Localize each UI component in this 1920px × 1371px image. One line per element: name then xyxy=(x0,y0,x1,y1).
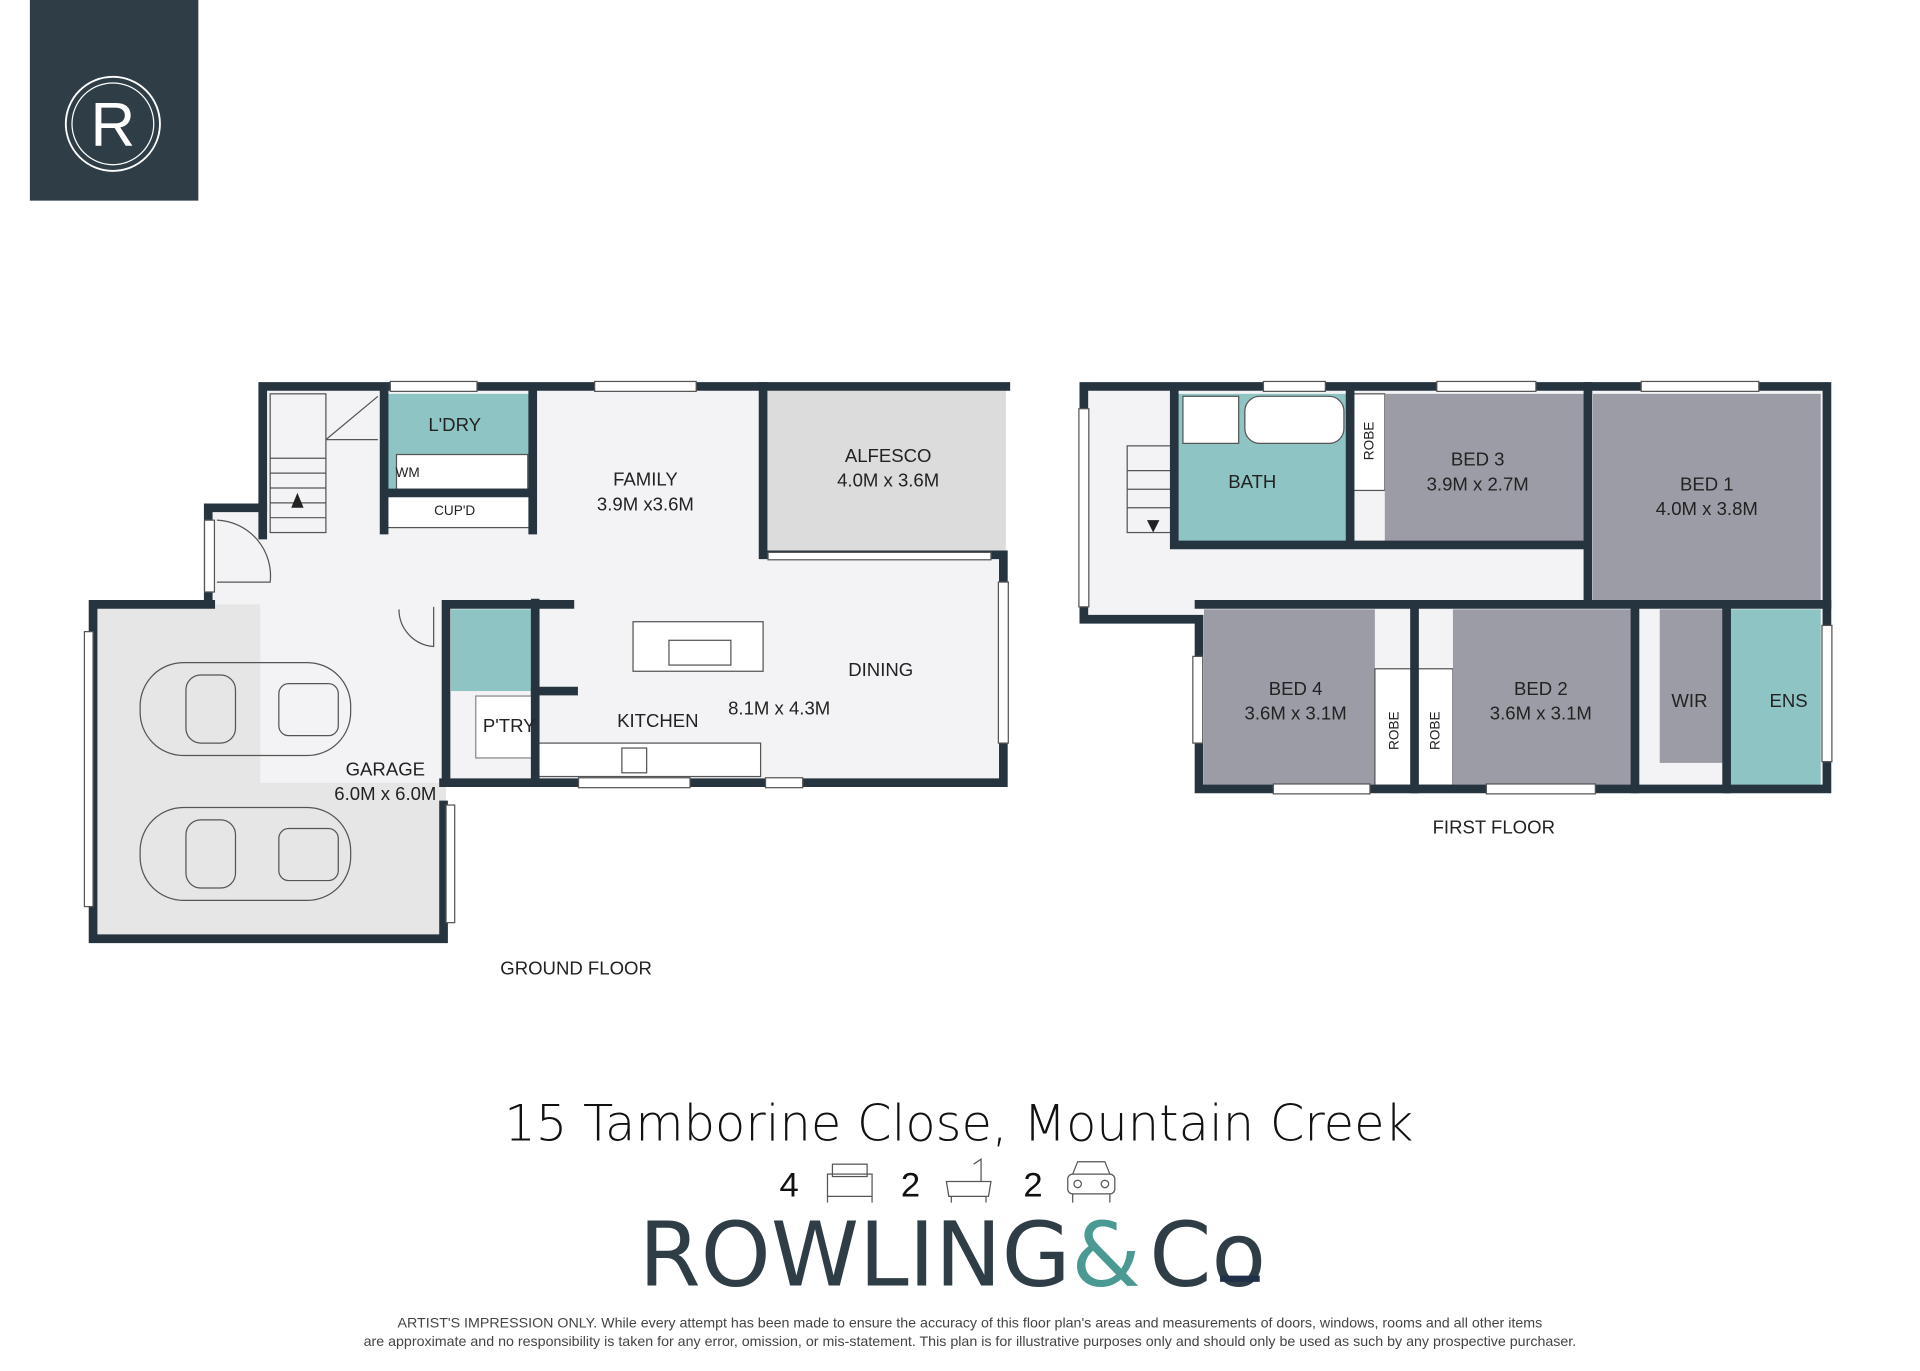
ground-floor-plan: L'DRY WM CUP'D FAMILY 3.9M x3.6M ALFESCO… xyxy=(83,380,1011,979)
brand-name: ROWLING xyxy=(639,1204,1071,1308)
room-label: CUP'D xyxy=(434,503,475,518)
room-label: ALFESCO xyxy=(845,445,932,466)
room-label: WM xyxy=(396,465,420,480)
room-label: BED 4 xyxy=(1269,678,1323,699)
disclaimer-line: are approximate and no responsibility is… xyxy=(364,1334,1577,1350)
bath-count: 2 xyxy=(901,1166,920,1204)
bed-count: 4 xyxy=(779,1166,798,1204)
room-label: KITCHEN xyxy=(617,710,698,731)
first-floor-plan: BATH ROBE BED 3 3.9M x 2.7M BED 1 4.0M x… xyxy=(1078,380,1833,837)
car-icon xyxy=(139,661,352,757)
brand-ampersand: & xyxy=(1071,1204,1141,1308)
room-label: L'DRY xyxy=(428,414,481,435)
features-row: 4 2 2 xyxy=(779,1158,1116,1204)
agency-logo: R xyxy=(29,0,199,201)
brand-co: Co xyxy=(1149,1204,1266,1308)
room-label: BED 2 xyxy=(1514,678,1568,699)
room-size: 6.0M x 6.0M xyxy=(334,783,436,804)
room-size: 3.6M x 3.1M xyxy=(1245,703,1347,724)
floor-title: GROUND FLOOR xyxy=(500,958,652,979)
room-label: ROBE xyxy=(1427,711,1442,750)
bed-icon xyxy=(826,1163,873,1203)
room-label: ROBE xyxy=(1386,711,1401,750)
car-icon xyxy=(139,806,352,901)
room-label: FAMILY xyxy=(613,468,678,489)
wc-room xyxy=(450,609,536,692)
room-label: ENS xyxy=(1769,690,1807,711)
floor-title: FIRST FLOOR xyxy=(1433,816,1555,837)
room-size: 3.9M x3.6M xyxy=(597,493,694,514)
ensuite-room xyxy=(1729,609,1821,786)
room-label: ROBE xyxy=(1362,422,1377,461)
room-label: P'TRY xyxy=(483,715,536,736)
room-size: 3.6M x 3.1M xyxy=(1490,703,1592,724)
room-label: GARAGE xyxy=(346,758,425,779)
car-icon xyxy=(1067,1161,1116,1203)
room-label: BATH xyxy=(1228,471,1276,492)
bath-icon xyxy=(945,1158,992,1203)
room-label: DINING xyxy=(848,659,913,680)
disclaimer-line: ARTIST'S IMPRESSION ONLY. While every at… xyxy=(398,1316,1543,1332)
room-size: 3.9M x 2.7M xyxy=(1427,473,1529,494)
room-size: 8.1M x 4.3M xyxy=(728,698,830,719)
room-size: 4.0M x 3.6M xyxy=(837,470,939,491)
room-label: BED 1 xyxy=(1680,473,1734,494)
property-address: 15 Tamborine Close, Mountain Creek xyxy=(504,1095,1413,1153)
room-label: BED 3 xyxy=(1451,449,1505,470)
car-count: 2 xyxy=(1023,1166,1042,1204)
room-label: WIR xyxy=(1671,690,1707,711)
room-size: 4.0M x 3.8M xyxy=(1656,498,1758,519)
logo-letter: R xyxy=(91,91,136,160)
